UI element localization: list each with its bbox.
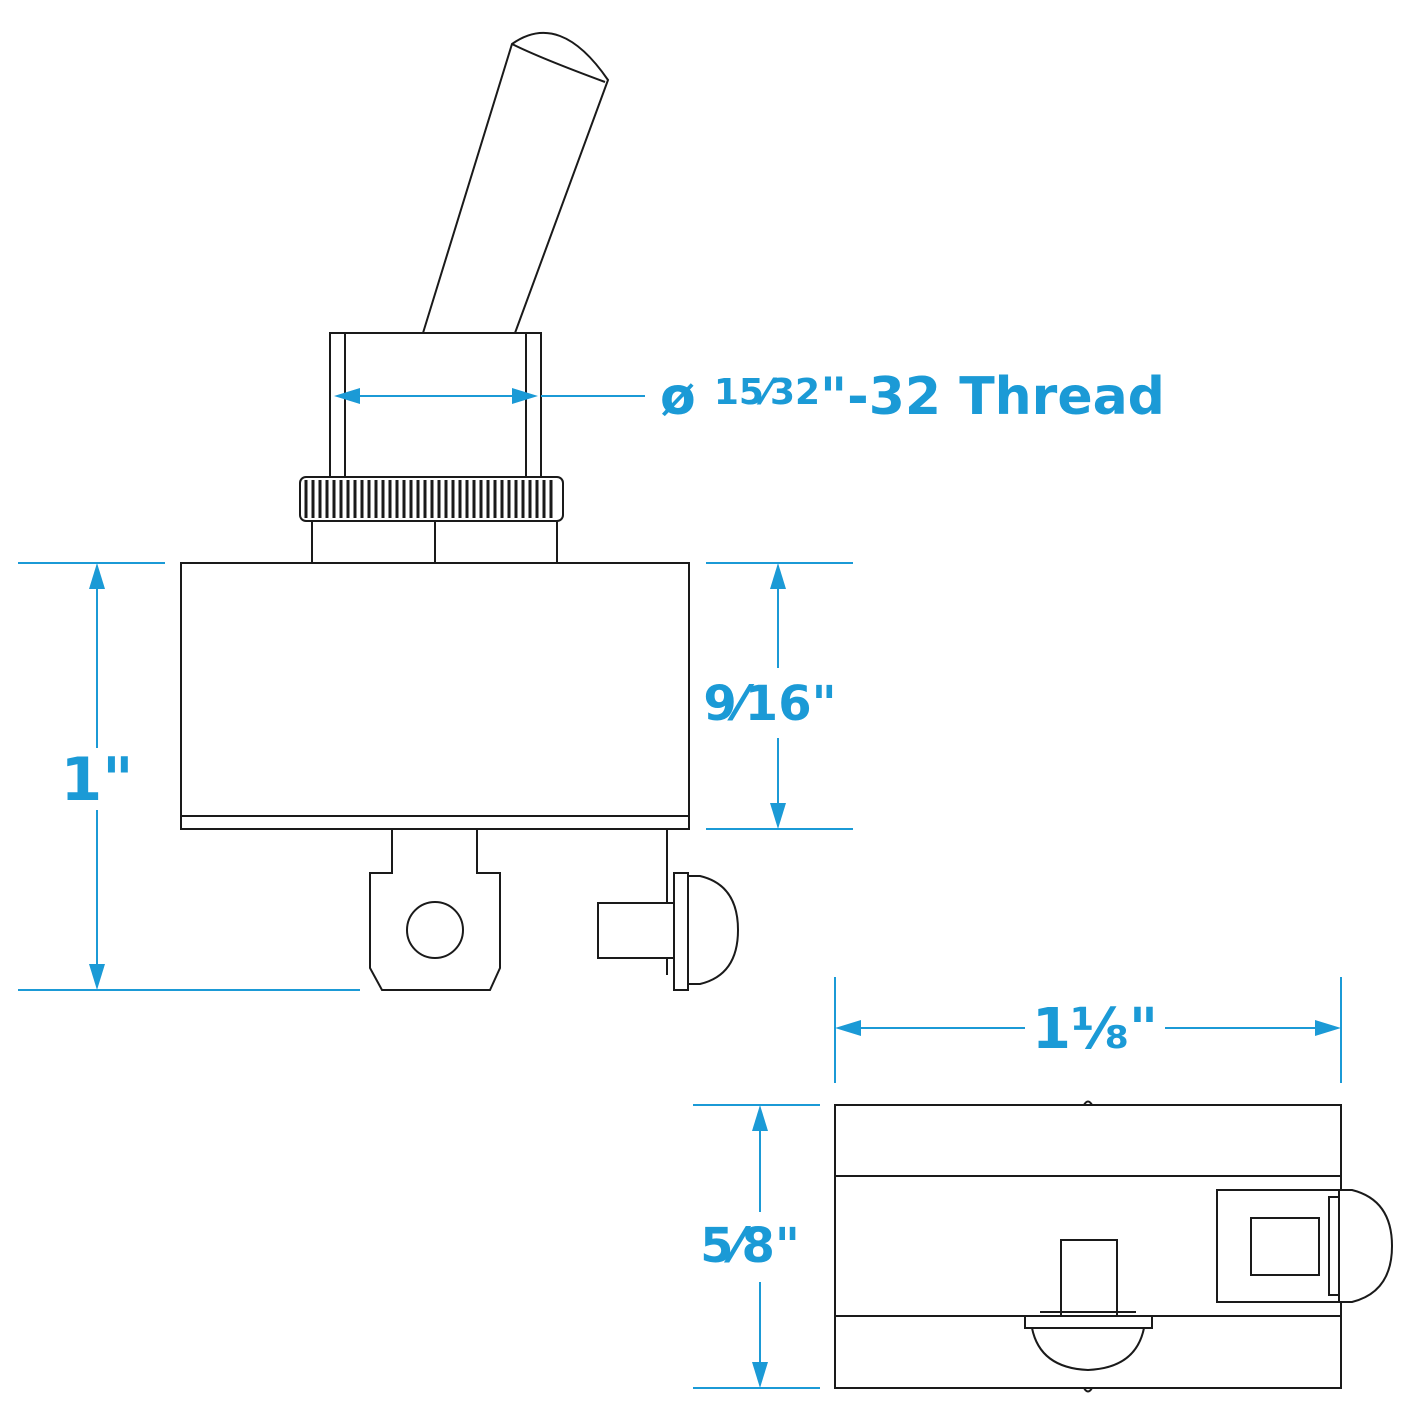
thread-pitch-label: "-32 Thread: [820, 367, 1165, 427]
switch-body: [180, 562, 690, 830]
overall-height-dimension: 1": [18, 562, 360, 991]
knurled-nut: [299, 476, 564, 522]
thread-dimension: ø 15⁄32"-32 Thread: [334, 367, 1165, 427]
body-length-dimension: 1⅛": [834, 977, 1342, 1083]
threaded-bushing: [329, 332, 542, 479]
thread-diameter-fraction: 15⁄32: [714, 372, 820, 413]
body-height-label: 9⁄16": [703, 676, 836, 732]
toggle-lever: [421, 31, 610, 334]
overall-height-label: 1": [60, 745, 133, 815]
bottom-view-side-terminal: [1216, 1189, 1394, 1303]
bottom-view-lower-terminal: [1024, 1239, 1153, 1372]
side-terminal: [597, 829, 740, 991]
body-length-label: 1⅛": [1032, 997, 1158, 1062]
front-view: [180, 31, 740, 991]
body-width-dimension: 5⁄8": [693, 1104, 820, 1389]
svg-text:ø 15⁄32"-32 Thread: ø 15⁄32"-32 Thread: [660, 367, 1165, 427]
thread-diameter-symbol: ø: [660, 367, 714, 427]
bottom-view: [834, 1100, 1394, 1393]
bottom-terminal: [369, 828, 501, 991]
bushing-neck: [311, 520, 558, 564]
body-height-dimension: 9⁄16": [703, 562, 853, 830]
body-width-label: 5⁄8": [700, 1218, 800, 1274]
